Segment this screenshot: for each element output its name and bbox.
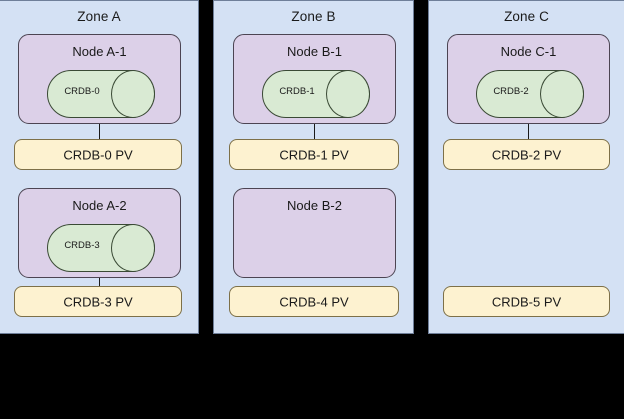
database-label-crdb-3: CRDB-3	[64, 240, 100, 251]
connector-node-c-1-to-crdb-2-pv	[528, 124, 529, 139]
pv-box-crdb-0[interactable]: CRDB-0 PV	[14, 139, 182, 170]
database-label-crdb-1: CRDB-1	[279, 86, 315, 97]
pv-box-crdb-4[interactable]: CRDB-4 PV	[229, 286, 399, 317]
cylinder-cap	[111, 70, 155, 118]
database-cylinder-crdb-1[interactable]: CRDB-1	[262, 70, 370, 118]
pv-label-crdb-0: CRDB-0 PV	[63, 147, 133, 162]
pv-label-crdb-2: CRDB-2 PV	[491, 147, 562, 162]
node-box-b-2[interactable]: Node B-2	[233, 188, 396, 278]
node-box-a-1[interactable]: Node A-1 CRDB-0	[18, 34, 181, 124]
database-cylinder-crdb-0[interactable]: CRDB-0	[47, 70, 155, 118]
node-label-a-1: Node A-1	[72, 44, 127, 59]
connector-node-a-1-to-crdb-0-pv	[99, 124, 100, 139]
pv-box-crdb-5[interactable]: CRDB-5 PV	[443, 286, 610, 317]
connector-node-b-1-to-crdb-1-pv	[314, 124, 315, 139]
database-label-crdb-2: CRDB-2	[493, 86, 529, 97]
cylinder-cap	[540, 70, 584, 118]
pv-label-crdb-1: CRDB-1 PV	[279, 147, 349, 162]
node-label-b-2: Node B-2	[287, 198, 342, 213]
pv-label-crdb-3: CRDB-3 PV	[63, 294, 133, 309]
connector-node-a-2-to-crdb-3-pv	[99, 278, 100, 293]
node-box-b-1[interactable]: Node B-1 CRDB-1	[233, 34, 396, 124]
node-box-a-2[interactable]: Node A-2 CRDB-3	[18, 188, 181, 278]
node-label-c-1: Node C-1	[500, 44, 557, 59]
zone-container-c[interactable]: Zone C Node C-1 CRDB-2 CRDB-2 PV CRDB-5 …	[428, 0, 624, 334]
zone-container-a[interactable]: Zone A Node A-1 CRDB-0 CRDB-0 PV Node A-…	[0, 0, 199, 334]
pv-label-crdb-4: CRDB-4 PV	[279, 294, 349, 309]
zone-title-a: Zone A	[77, 9, 121, 24]
zone-container-b[interactable]: Zone B Node B-1 CRDB-1 CRDB-1 PV Node B-…	[213, 0, 414, 334]
node-label-b-1: Node B-1	[287, 44, 342, 59]
cylinder-cap	[326, 70, 370, 118]
database-label-crdb-0: CRDB-0	[64, 86, 100, 97]
zone-title-c: Zone C	[504, 9, 549, 24]
pv-label-crdb-5: CRDB-5 PV	[491, 294, 562, 309]
cylinder-cap	[111, 224, 155, 272]
node-label-a-2: Node A-2	[72, 198, 127, 213]
pv-box-crdb-3[interactable]: CRDB-3 PV	[14, 286, 182, 317]
pv-box-crdb-2[interactable]: CRDB-2 PV	[443, 139, 610, 170]
database-cylinder-crdb-3[interactable]: CRDB-3	[47, 224, 155, 272]
node-box-c-1[interactable]: Node C-1 CRDB-2	[447, 34, 610, 124]
pv-box-crdb-1[interactable]: CRDB-1 PV	[229, 139, 399, 170]
zone-title-b: Zone B	[291, 9, 336, 24]
database-cylinder-crdb-2[interactable]: CRDB-2	[476, 70, 584, 118]
